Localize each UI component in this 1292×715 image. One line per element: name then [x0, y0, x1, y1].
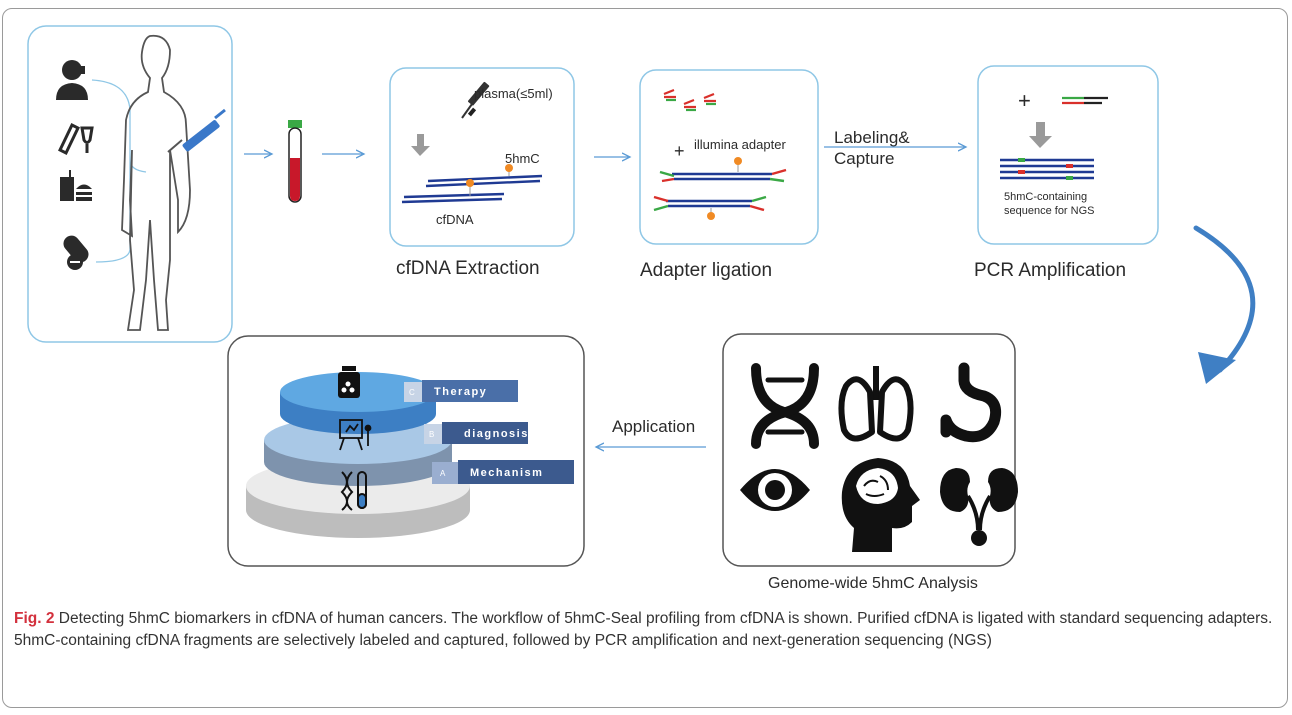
tag-label-therapy: Therapy — [434, 386, 487, 398]
ligated-fragment-2 — [653, 195, 767, 220]
plus-icon-2: + — [1018, 88, 1031, 113]
tag-letter-a: A — [440, 469, 446, 478]
5hmc-label: 5hmC — [505, 151, 540, 166]
curved-arrow — [1193, 225, 1256, 373]
labeling-label: Labeling& — [834, 128, 910, 147]
pcr-box — [977, 65, 1159, 245]
tag-therapy: C Therapy — [404, 380, 518, 402]
pills-icon — [63, 235, 89, 270]
adapter-icon — [663, 88, 716, 112]
stomach-icon — [940, 362, 1002, 443]
5hmc-mark-icon — [466, 164, 513, 196]
sequence-label-line1: 5hmC-containing — [1004, 191, 1087, 203]
ligation-stage-label: Adapter ligation — [640, 260, 772, 281]
patient-icon — [56, 60, 88, 100]
pill-bottle-icon — [338, 366, 360, 398]
amplified-dna — [1000, 158, 1094, 180]
sequence-label-line2: sequence for NGS — [1004, 205, 1095, 217]
cfdna-label: cfDNA — [436, 212, 474, 227]
tag-label-diagnosis: diagnosis — [464, 428, 529, 440]
down-arrow-icon-2 — [1029, 122, 1052, 148]
syringe-icon — [167, 108, 226, 153]
workflow-diagram: plasma(≤5ml) 5hmC cfDNA + illumina adapt… — [27, 25, 1256, 592]
human-body-icon — [121, 34, 191, 331]
dna-icon — [751, 363, 819, 449]
eye-icon — [740, 469, 810, 511]
tag-letter-b: B — [429, 430, 434, 439]
cfdna-strands — [401, 174, 543, 204]
ligated-fragment-1 — [659, 157, 787, 183]
alcohol-icon — [58, 122, 94, 156]
figure-frame — [2, 8, 1288, 708]
plus-icon: + — [674, 141, 685, 161]
illumina-adapter-label: illumina adapter — [694, 137, 786, 152]
pcr-stage-label: PCR Amplification — [974, 260, 1126, 281]
plasma-label: plasma(≤5ml) — [474, 86, 553, 101]
primer-icon — [1062, 96, 1108, 105]
extraction-stage-label: cfDNA Extraction — [396, 258, 540, 279]
analysis-stage-label: Genome-wide 5hmC Analysis — [768, 575, 978, 592]
dna-test-tube-icon — [340, 471, 367, 511]
curved-arrow-head — [1198, 352, 1236, 384]
tag-letter-c: C — [409, 388, 415, 397]
tag-diagnosis: B diagnosis — [424, 422, 529, 444]
caption-text: Detecting 5hmC biomarkers in cfDNA of hu… — [14, 610, 1273, 649]
capture-label: Capture — [834, 149, 894, 168]
pipette-icon — [461, 81, 490, 119]
application-label: Application — [612, 417, 695, 436]
brain-head-icon — [841, 458, 920, 552]
figure-caption: Fig. 2 Detecting 5hmC biomarkers in cfDN… — [14, 608, 1276, 652]
fast-food-icon — [60, 170, 92, 201]
presentation-icon — [339, 419, 372, 451]
caption-label: Fig. 2 — [14, 610, 55, 627]
lungs-icon — [838, 366, 914, 442]
kidneys-icon — [940, 468, 1018, 546]
blood-tube-icon — [288, 120, 302, 203]
analysis-box — [722, 333, 1016, 567]
tag-mechanism: A Mechanism — [432, 460, 574, 484]
tag-label-mechanism: Mechanism — [470, 467, 543, 479]
down-arrow-icon — [411, 134, 430, 156]
